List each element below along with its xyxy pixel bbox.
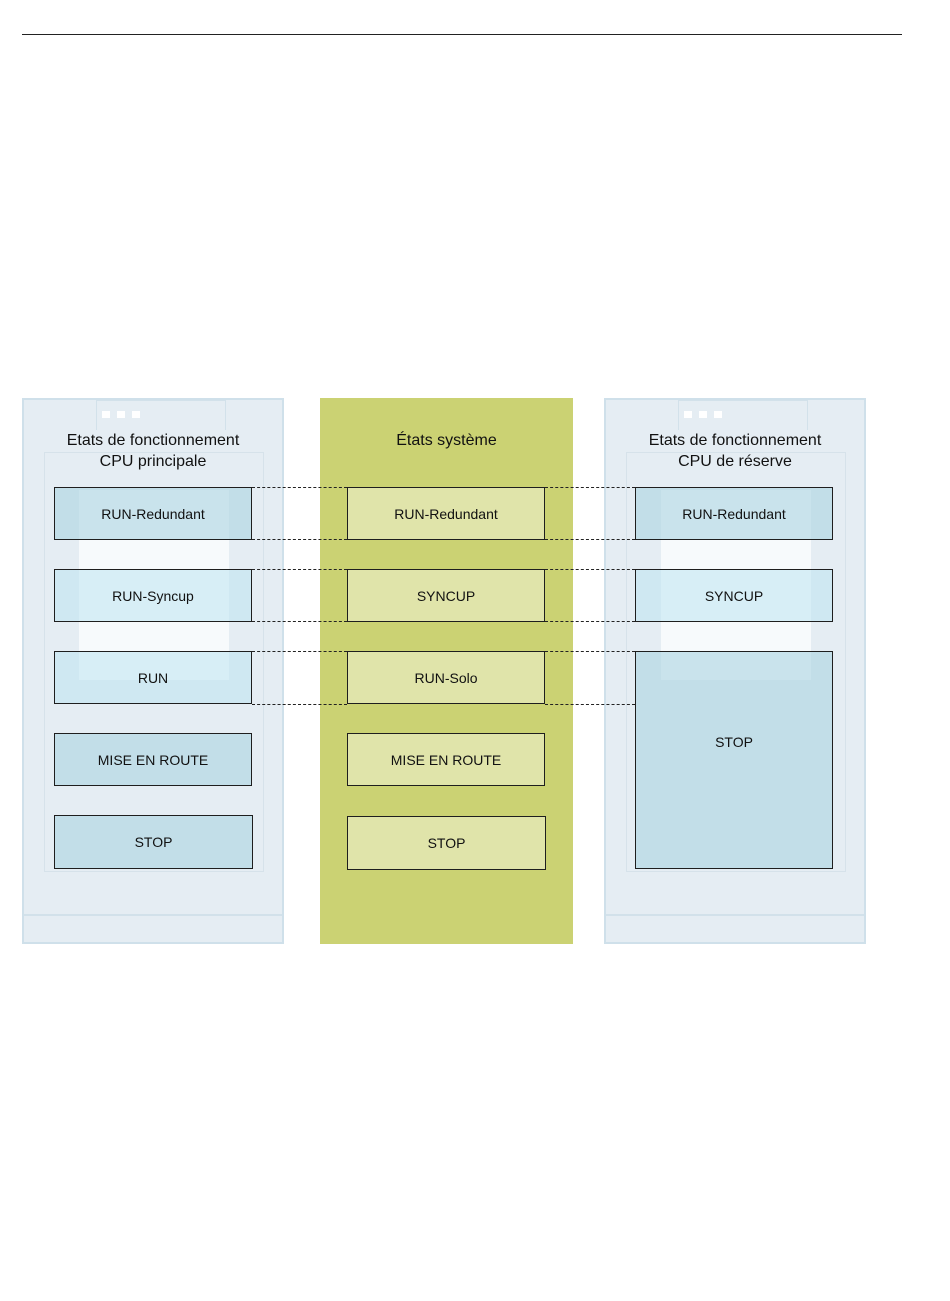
system-states-title: États système <box>320 430 573 451</box>
connector-line <box>252 539 347 540</box>
module-top-tab <box>96 400 226 430</box>
system-state-run-redundant: RUN-Redundant <box>347 487 545 540</box>
led-slot <box>699 411 707 418</box>
connector-line <box>545 569 635 570</box>
connector-line <box>252 621 347 622</box>
connector-line <box>545 487 635 488</box>
cpu-principale-state-stop: STOP <box>54 815 253 869</box>
led-slot <box>132 411 140 418</box>
connector-line <box>252 487 347 488</box>
cpu-principale-state-run: RUN <box>54 651 252 704</box>
module-bottom-line <box>24 914 282 916</box>
cpu-principale-state-mise-en-route: MISE EN ROUTE <box>54 733 252 786</box>
led-slot <box>684 411 692 418</box>
connector-line <box>545 621 635 622</box>
system-state-run-solo: RUN-Solo <box>347 651 545 704</box>
connector-line <box>252 569 347 570</box>
connector-line <box>545 539 635 540</box>
system-state-mise-en-route: MISE EN ROUTE <box>347 733 545 786</box>
cpu-reserve-state-run-redundant: RUN-Redundant <box>635 487 833 540</box>
cpu-reserve-state-stop: STOP <box>635 651 833 869</box>
cpu-principale-state-run-redundant: RUN-Redundant <box>54 487 252 540</box>
cpu-reserve-state-syncup: SYNCUP <box>635 569 833 622</box>
cpu-principale-title: Etats de fonctionnement CPU principale <box>24 430 282 472</box>
connector-line <box>252 651 347 652</box>
connector-line <box>252 704 347 705</box>
connector-line <box>545 704 635 705</box>
connector-line <box>545 651 635 652</box>
system-state-stop: STOP <box>347 816 546 870</box>
module-bottom-line <box>606 914 864 916</box>
system-state-syncup: SYNCUP <box>347 569 545 622</box>
module-top-tab <box>678 400 808 430</box>
led-slot <box>714 411 722 418</box>
cpu-principale-state-run-syncup: RUN-Syncup <box>54 569 252 622</box>
cpu-reserve-title: Etats de fonctionnement CPU de réserve <box>606 430 864 472</box>
led-slot <box>102 411 110 418</box>
led-slot <box>117 411 125 418</box>
top-rule <box>22 34 902 35</box>
